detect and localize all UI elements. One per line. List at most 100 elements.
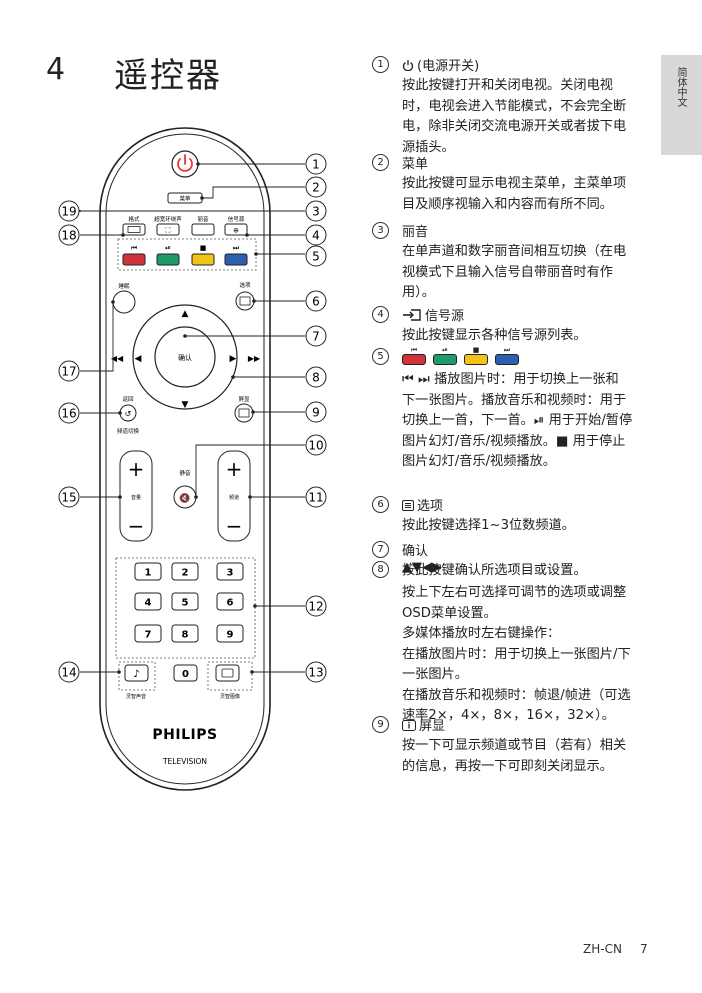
callout-9-label: 9: [312, 406, 320, 420]
description-line: 按此按键显示各种信号源列表。: [402, 328, 587, 343]
function-item-title-text: 屏显: [419, 719, 446, 734]
volume-minus-icon: −: [128, 514, 145, 538]
function-item-description: 按此按键显示各种信号源列表。: [402, 326, 664, 347]
digit-9-button: [216, 624, 244, 643]
description-line: 按上下左右可选择可调节的选项或调整: [402, 585, 627, 600]
rewind-icon: ◀◀: [111, 354, 124, 363]
description-line: 按此按键打开和关闭电视。关闭电视: [402, 78, 613, 93]
page-number: 7: [639, 942, 648, 956]
function-item-title: 丽音: [402, 221, 428, 240]
digit-2-button: [171, 562, 199, 581]
callout-18-label: 18: [61, 229, 76, 243]
callout-6-label: 6: [312, 295, 320, 309]
menu-label: 菜单: [179, 195, 191, 203]
description-line: 一张图片。: [402, 667, 468, 682]
digit-5-label: 5: [182, 598, 189, 609]
blue-button: [224, 253, 248, 266]
function-item-number: 4: [372, 306, 389, 323]
callout-12-label: 12: [308, 600, 323, 614]
brand-subtitle: TELEVISION: [162, 757, 207, 766]
callout-11-label: 11: [308, 491, 323, 505]
format-icon: [127, 226, 141, 233]
language-tab-label: 简体中文: [675, 67, 686, 107]
page-title: 遥控器: [114, 56, 222, 96]
mute-label: 静音: [179, 469, 191, 477]
function-item-title: 屏显: [402, 715, 445, 734]
ch-switch-label: 频道切换: [117, 427, 140, 435]
digit-6-label: 6: [227, 598, 234, 609]
smart-picture-label: 灵智图像: [220, 693, 240, 700]
description-line: 速率2×，4×，8×，16×，32×）。: [402, 708, 615, 723]
digit-5-button: [171, 592, 199, 611]
function-item-number: 6: [372, 496, 389, 513]
function-item-title: ▲▼◀▶: [402, 560, 442, 575]
function-item-number: 7: [372, 541, 389, 558]
description-line: 按此按键可显示电视主菜单，主菜单项: [402, 176, 627, 191]
description-line: 切换上一首，下一首。⏯ 用于开始/暂停: [402, 413, 633, 428]
yellow-button: [191, 253, 215, 266]
description-line: 的信息，再按一下可即刻关闭显示。: [402, 758, 613, 774]
back-label: 返回: [122, 396, 134, 403]
description-line: 时，电视会进入节能模式，不会完全断: [402, 98, 627, 114]
digit-7-label: 7: [145, 630, 152, 641]
red-button: [122, 253, 146, 266]
digit-0-label: 0: [182, 669, 189, 680]
function-item-title-text: 选项: [417, 499, 444, 514]
callout-5-circle: [305, 245, 327, 267]
callout-8-label: 8: [312, 371, 320, 385]
callout-14-circle: [58, 661, 80, 683]
forward-icon: ▶▶: [248, 354, 261, 363]
screen-icon: [221, 668, 234, 678]
callout-17-circle: [58, 360, 80, 382]
description-line: 目及顺序视输入和内容而有所不同。: [402, 196, 613, 212]
callout-7-label: 7: [312, 330, 320, 344]
callout-5-label: 5: [312, 250, 320, 264]
brand-logo: PHILIPS: [152, 727, 217, 743]
surround-icon: ⛶: [166, 227, 171, 235]
callout-13-circle: [305, 661, 327, 683]
format-button: [122, 223, 146, 236]
function-item-description: 在单声道和数字丽音间相互切换（在电视模式下且输入信号自带丽音时有作用）。: [402, 242, 664, 304]
play-pause-icon: ⏯: [165, 244, 171, 252]
function-item-title-text: 丽音: [402, 225, 429, 240]
callout-19-label: 19: [61, 205, 76, 219]
callout-2-circle: [305, 176, 327, 198]
description-line: 在播放图片时：用于切换上一张图片/下: [402, 646, 631, 662]
channel-plus-icon: +: [226, 457, 243, 481]
function-item-number: 2: [372, 154, 389, 171]
function-item-description: ⏮ ⏭ 播放图片时：用于切换上一张和下一张图片。播放音乐和视频时：用于切换上一首…: [402, 370, 664, 473]
description-line: 视模式下且输入信号自带丽音时有作: [402, 264, 613, 280]
callout-10-circle: [305, 434, 327, 456]
info-label: 屏显: [238, 396, 250, 403]
section-number: 4: [46, 52, 66, 87]
callout-lines: [80, 163, 305, 673]
digit-4-button: [134, 592, 162, 611]
function-item-description: 按此按键可显示电视主菜单，主菜单项目及顺序视输入和内容而有所不同。: [402, 174, 664, 215]
callout-9-circle: [305, 401, 327, 423]
function-item-number: 3: [372, 222, 389, 239]
ambi-label: 睡眠: [118, 282, 130, 290]
description-line: 电，除非关闭交流电源开关或者拔下电: [402, 119, 627, 134]
digit-3-button: [216, 562, 244, 581]
remote-body-inner: [105, 133, 265, 785]
digit-7-button: [134, 624, 162, 643]
channel-minus-icon: −: [226, 514, 243, 538]
yellow-key-icon: ■: [464, 346, 488, 365]
description-line: ⏮ ⏭ 播放图片时：用于切换上一张和: [402, 372, 619, 387]
function-item-title-text: (电源开关): [417, 59, 480, 74]
digit-1-label: 1: [145, 568, 152, 579]
callout-6-circle: [305, 290, 327, 312]
green-button: [156, 253, 180, 266]
callout-12-circle: [305, 595, 327, 617]
digit-3-label: 3: [227, 568, 234, 579]
digit-9-label: 9: [227, 630, 234, 641]
left-arrow-icon: ◀: [135, 354, 142, 364]
function-item-title-text: 菜单: [402, 157, 429, 172]
options-icon: [239, 296, 251, 306]
language-tab: 简体中文: [661, 55, 702, 155]
function-item-title-text: ▲▼◀▶: [402, 560, 442, 575]
